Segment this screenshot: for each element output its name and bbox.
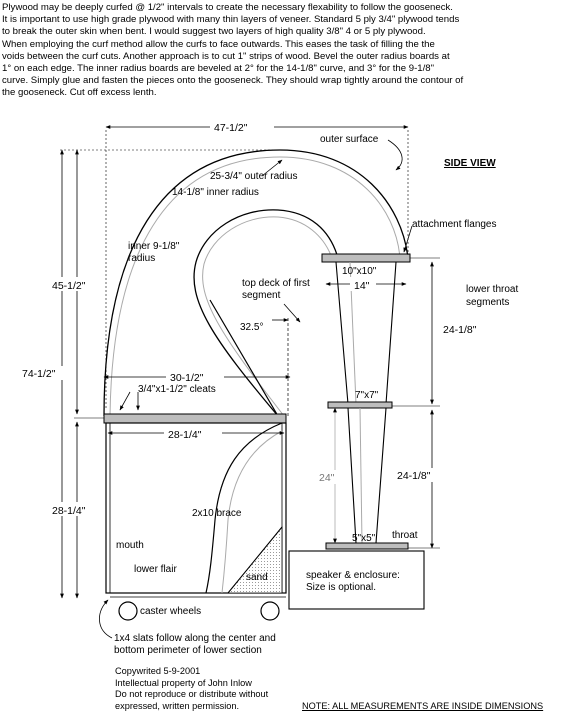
dim-width-30: 30-1/2"	[170, 372, 204, 384]
flange-bottom	[325, 542, 409, 550]
label-angle: 32.5°	[240, 322, 263, 333]
measurement-note: NOTE: ALL MEASUREMENTS ARE INSIDE DIMENS…	[302, 701, 544, 711]
label-sand: sand	[246, 572, 268, 583]
label-slats-2: bottom perimeter of lower section	[114, 645, 262, 656]
label-throat-size: 5"x5"	[352, 533, 376, 544]
lower-flair-curve	[205, 422, 283, 594]
dim-seg-upper: 24-1/8"	[443, 324, 477, 336]
gooseneck-outer-skin	[109, 156, 401, 417]
copyright-notice: Copywrited 5-9-2001 Intellectual propert…	[115, 666, 269, 711]
dim-flange-14: 14"	[354, 280, 370, 292]
throat-lower-inner	[359, 407, 363, 544]
label-mid-size: 7"x7"	[355, 390, 379, 401]
lower-flair-curve-inner	[221, 430, 283, 594]
flange-mid	[327, 401, 393, 409]
gooseneck-outer-curve	[103, 149, 409, 417]
lower-cabinet	[105, 422, 287, 594]
label-inner-radius-14: 14-1/8" inner radius	[172, 187, 259, 198]
dim-height-45: 45-1/2"	[52, 280, 86, 292]
label-slats-1: 1x4 slats follow along the center and	[114, 633, 276, 644]
label-flange-size: 10"x10"	[342, 266, 377, 277]
leader-outer-surface	[387, 139, 403, 171]
dim-height-74: 74-1/2"	[22, 368, 56, 380]
view-title: SIDE VIEW	[444, 158, 496, 169]
label-inner-radius-9-1: inner 9-1/8"	[128, 241, 180, 252]
gooseneck-straight-side	[209, 299, 279, 417]
dim-width-28: 28-1/4"	[168, 429, 202, 441]
label-brace: 2x10 brace	[192, 508, 242, 519]
label-inner-radius-9-2: radius	[128, 253, 155, 264]
dim-top-width: 47-1/2"	[214, 122, 248, 134]
label-lower-throat-2: segments	[466, 297, 509, 308]
label-caster-wheels: caster wheels	[140, 606, 201, 617]
leader-top-deck	[283, 303, 301, 323]
leader-cleat-1	[119, 391, 131, 411]
speaker-enclosure	[288, 550, 425, 610]
label-top-deck-1: top deck of first	[242, 278, 310, 289]
label-throat: throat	[392, 530, 418, 541]
label-mouth: mouth	[116, 540, 144, 551]
dim-seg-24: 24"	[319, 472, 335, 484]
label-attachment-flanges: attachment flanges	[412, 219, 497, 230]
leader-outer-radius	[261, 159, 283, 177]
label-speaker-1: speaker & enclosure:	[306, 570, 400, 581]
label-lower-flair: lower flair	[134, 564, 177, 575]
label-cleats: 3/4"x1-1/2" cleats	[138, 384, 216, 395]
label-top-deck-2: segment	[242, 290, 281, 301]
caster-wheel-left	[118, 601, 138, 621]
leader-slats	[99, 599, 113, 639]
leader-flanges	[403, 225, 413, 253]
brace-board	[227, 526, 283, 594]
intro-paragraph: Plywood may be deeply curfed @ 1/2" inte…	[2, 2, 464, 99]
caster-wheel-right	[260, 601, 280, 621]
gooseneck-inner-skin	[202, 216, 333, 417]
gooseneck-inner-curve	[193, 209, 339, 417]
throat-segment-lower	[347, 407, 387, 544]
top-deck-board	[103, 413, 287, 424]
flange-top	[321, 253, 411, 263]
label-speaker-2: Size is optional.	[306, 582, 376, 593]
dim-height-28: 28-1/4"	[52, 505, 86, 517]
dim-seg-lower: 24-1/8"	[397, 470, 431, 482]
label-outer-surface: outer surface	[320, 134, 379, 145]
label-lower-throat-1: lower throat	[466, 284, 518, 295]
label-outer-radius: 25-3/4" outer radius	[210, 171, 298, 182]
